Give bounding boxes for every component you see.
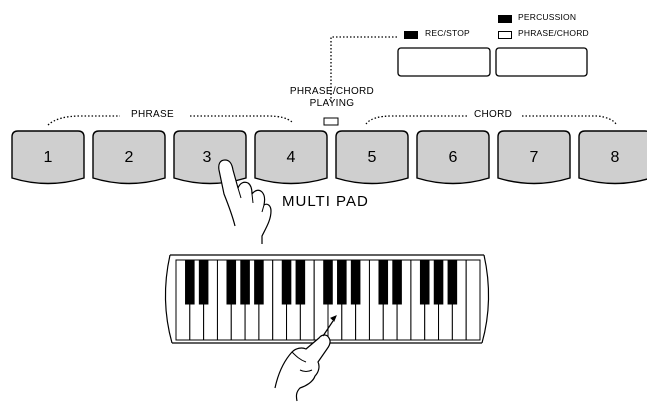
black-key[interactable] <box>324 260 333 304</box>
phrase-group-label: PHRASE <box>131 109 174 120</box>
black-key[interactable] <box>338 260 347 304</box>
keyboard-left-bracket <box>165 255 172 343</box>
percussion-legend-label: PERCUSSION <box>518 12 576 22</box>
percussion-phrase-chord-button[interactable] <box>496 48 587 76</box>
playing-indicator-label-line1: PHRASE/CHORD <box>280 86 384 97</box>
phrase-chord-legend-label: PHRASE/CHORD <box>518 28 589 38</box>
pad-number-8: 8 <box>580 149 647 167</box>
white-key[interactable] <box>466 260 480 340</box>
hand-pressing-key-icon <box>275 335 330 401</box>
multi-pad-label: MULTI PAD <box>282 193 369 210</box>
black-key[interactable] <box>227 260 236 304</box>
pad-number-7: 7 <box>499 149 569 167</box>
black-key[interactable] <box>434 260 443 304</box>
chord-group-label: CHORD <box>474 109 512 120</box>
keyboard-right-bracket <box>482 255 489 343</box>
pad-number-5: 5 <box>337 149 407 167</box>
black-key[interactable] <box>255 260 264 304</box>
black-key[interactable] <box>379 260 388 304</box>
percussion-legend-swatch <box>498 15 512 23</box>
rec-stop-indicator-icon <box>404 31 418 39</box>
black-key[interactable] <box>448 260 457 304</box>
black-key[interactable] <box>393 260 402 304</box>
phrase-chord-legend-swatch <box>498 31 512 39</box>
pad-number-6: 6 <box>418 149 488 167</box>
black-key[interactable] <box>199 260 208 304</box>
rec-stop-label: REC/STOP <box>425 28 470 38</box>
playing-indicator-label-line2: PLAYING <box>280 98 384 109</box>
pad-number-4: 4 <box>256 149 326 167</box>
rec-stop-button[interactable] <box>398 48 490 76</box>
black-key[interactable] <box>296 260 305 304</box>
black-key[interactable] <box>420 260 429 304</box>
black-key[interactable] <box>351 260 360 304</box>
pad-number-3: 3 <box>172 149 242 167</box>
black-key[interactable] <box>282 260 291 304</box>
playing-indicator-lamp <box>324 118 338 125</box>
black-key[interactable] <box>241 260 250 304</box>
pad-number-2: 2 <box>94 149 164 167</box>
pad-number-1: 1 <box>13 149 83 167</box>
black-key[interactable] <box>186 260 195 304</box>
